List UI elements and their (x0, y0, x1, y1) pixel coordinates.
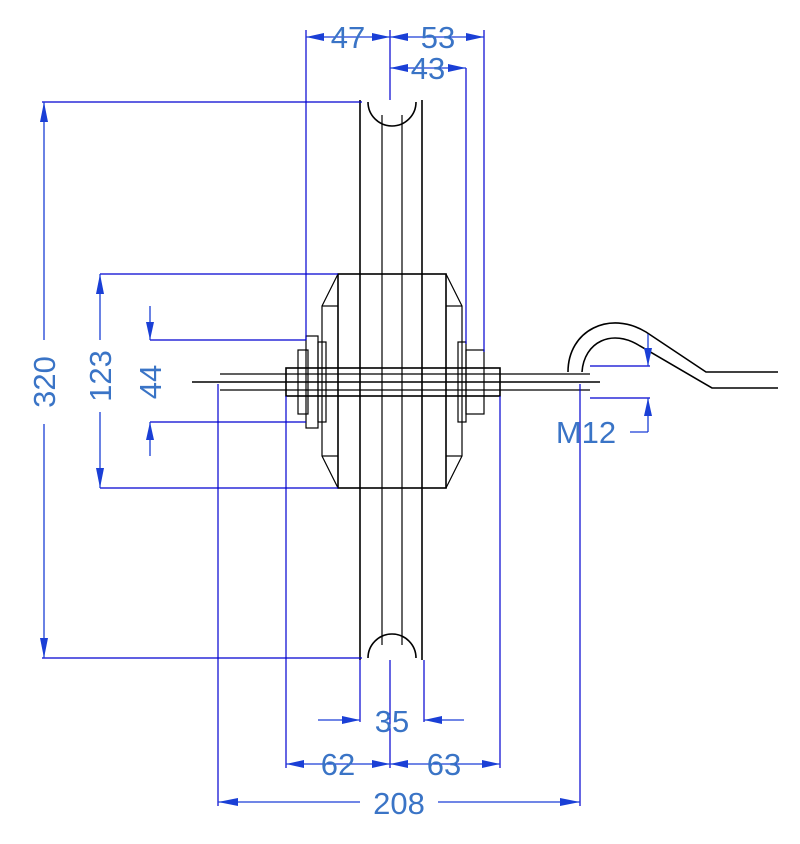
hub-body (337, 273, 447, 489)
arrow-top-left (306, 33, 324, 41)
arrow-top-right (466, 33, 484, 41)
arrow-62-left (286, 760, 304, 768)
arrow-123-top (96, 274, 104, 294)
top-groove-arc (367, 101, 417, 127)
label-bearing-diameter: 44 (133, 365, 168, 399)
arrow-top-center-left (372, 33, 390, 41)
arrow-35-left (342, 716, 360, 724)
arrow-m12-bottom (644, 398, 652, 416)
label-thread-size: M12 (556, 415, 616, 450)
bottom-groove-arc (367, 633, 417, 659)
hook-bracket-inner (581, 337, 778, 389)
arrow-208-left (218, 798, 238, 806)
arrow-m12-top (644, 348, 652, 366)
hook-bracket-outer (567, 322, 778, 373)
dimension-lines (40, 30, 652, 806)
label-top-inner-width: 43 (411, 51, 445, 86)
arrow-inner-right (448, 64, 466, 72)
arrow-63-left (390, 760, 408, 768)
dimension-labels: 47 53 43 320 123 44 M12 35 62 63 208 (27, 20, 616, 821)
hub-left-chamfer (321, 273, 339, 489)
label-hub-diameter: 123 (83, 350, 118, 402)
label-tread-width: 35 (375, 704, 409, 739)
arrow-62-right (372, 760, 390, 768)
arrow-35-right (424, 716, 442, 724)
wheel-geometry (192, 100, 778, 660)
label-overall-width: 208 (373, 786, 425, 821)
hub-right-chamfer (445, 273, 463, 489)
label-bottom-right-width: 63 (427, 747, 461, 782)
label-wheel-diameter: 320 (27, 356, 62, 408)
label-top-right-width: 53 (421, 20, 455, 55)
arrow-44-bottom (146, 422, 154, 440)
arrow-320-top (40, 102, 48, 122)
arrow-63-right (482, 760, 500, 768)
label-bottom-left-width: 62 (321, 747, 355, 782)
label-top-left-width: 47 (331, 20, 365, 55)
arrow-123-bottom (96, 468, 104, 488)
arrow-44-top (146, 322, 154, 340)
arrow-208-right (560, 798, 580, 806)
arrow-top-center-right (390, 33, 408, 41)
arrow-320-bottom (40, 638, 48, 658)
arrow-inner-left (390, 64, 408, 72)
